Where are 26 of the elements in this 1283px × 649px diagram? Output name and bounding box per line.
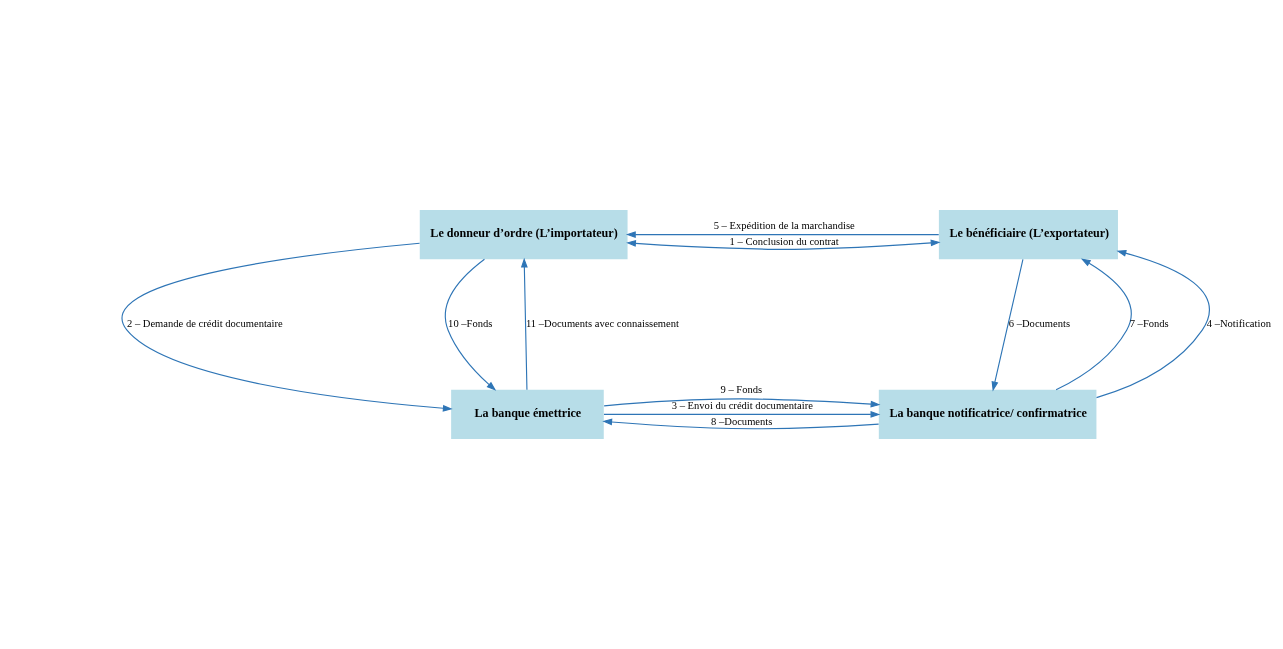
edge-label: 7 –Fonds xyxy=(1129,318,1169,330)
edge-label: 4 –Notification xyxy=(1206,318,1272,330)
edge-label: 6 –Documents xyxy=(1008,318,1071,330)
edge-label: 1 – Conclusion du contrat xyxy=(729,236,839,248)
node-box: Le donneur d’ordre (L’importateur) xyxy=(419,210,628,260)
arrow xyxy=(603,410,881,418)
arrow xyxy=(991,258,1024,392)
node-box: La banque émettrice xyxy=(451,389,604,439)
node-box: La banque notificatrice/ confirmatrice xyxy=(878,389,1097,439)
arrow xyxy=(603,398,881,408)
edge-label: 11 –Documents avec connaissement xyxy=(525,318,679,330)
arrow xyxy=(1096,249,1210,399)
edge-label: 2 – Demande de crédit documentaire xyxy=(126,318,283,330)
edge-label: 10 –Fonds xyxy=(448,318,493,330)
arrow xyxy=(625,231,940,239)
arrow xyxy=(444,258,497,391)
edge-label: 8 –Documents xyxy=(711,416,773,428)
edge-label: 9 – Fonds xyxy=(720,384,763,396)
arrow xyxy=(626,239,941,250)
edge-label: 5 – Expédition de la marchandise xyxy=(713,220,855,232)
edge-label: 3 – Envoi du crédit documentaire xyxy=(671,400,813,412)
node-box: Le bénéficiaire (L’exportateur) xyxy=(938,210,1118,260)
arrow xyxy=(1055,258,1132,391)
arrow xyxy=(602,418,880,430)
arrow xyxy=(520,257,528,391)
arrow xyxy=(121,242,453,412)
